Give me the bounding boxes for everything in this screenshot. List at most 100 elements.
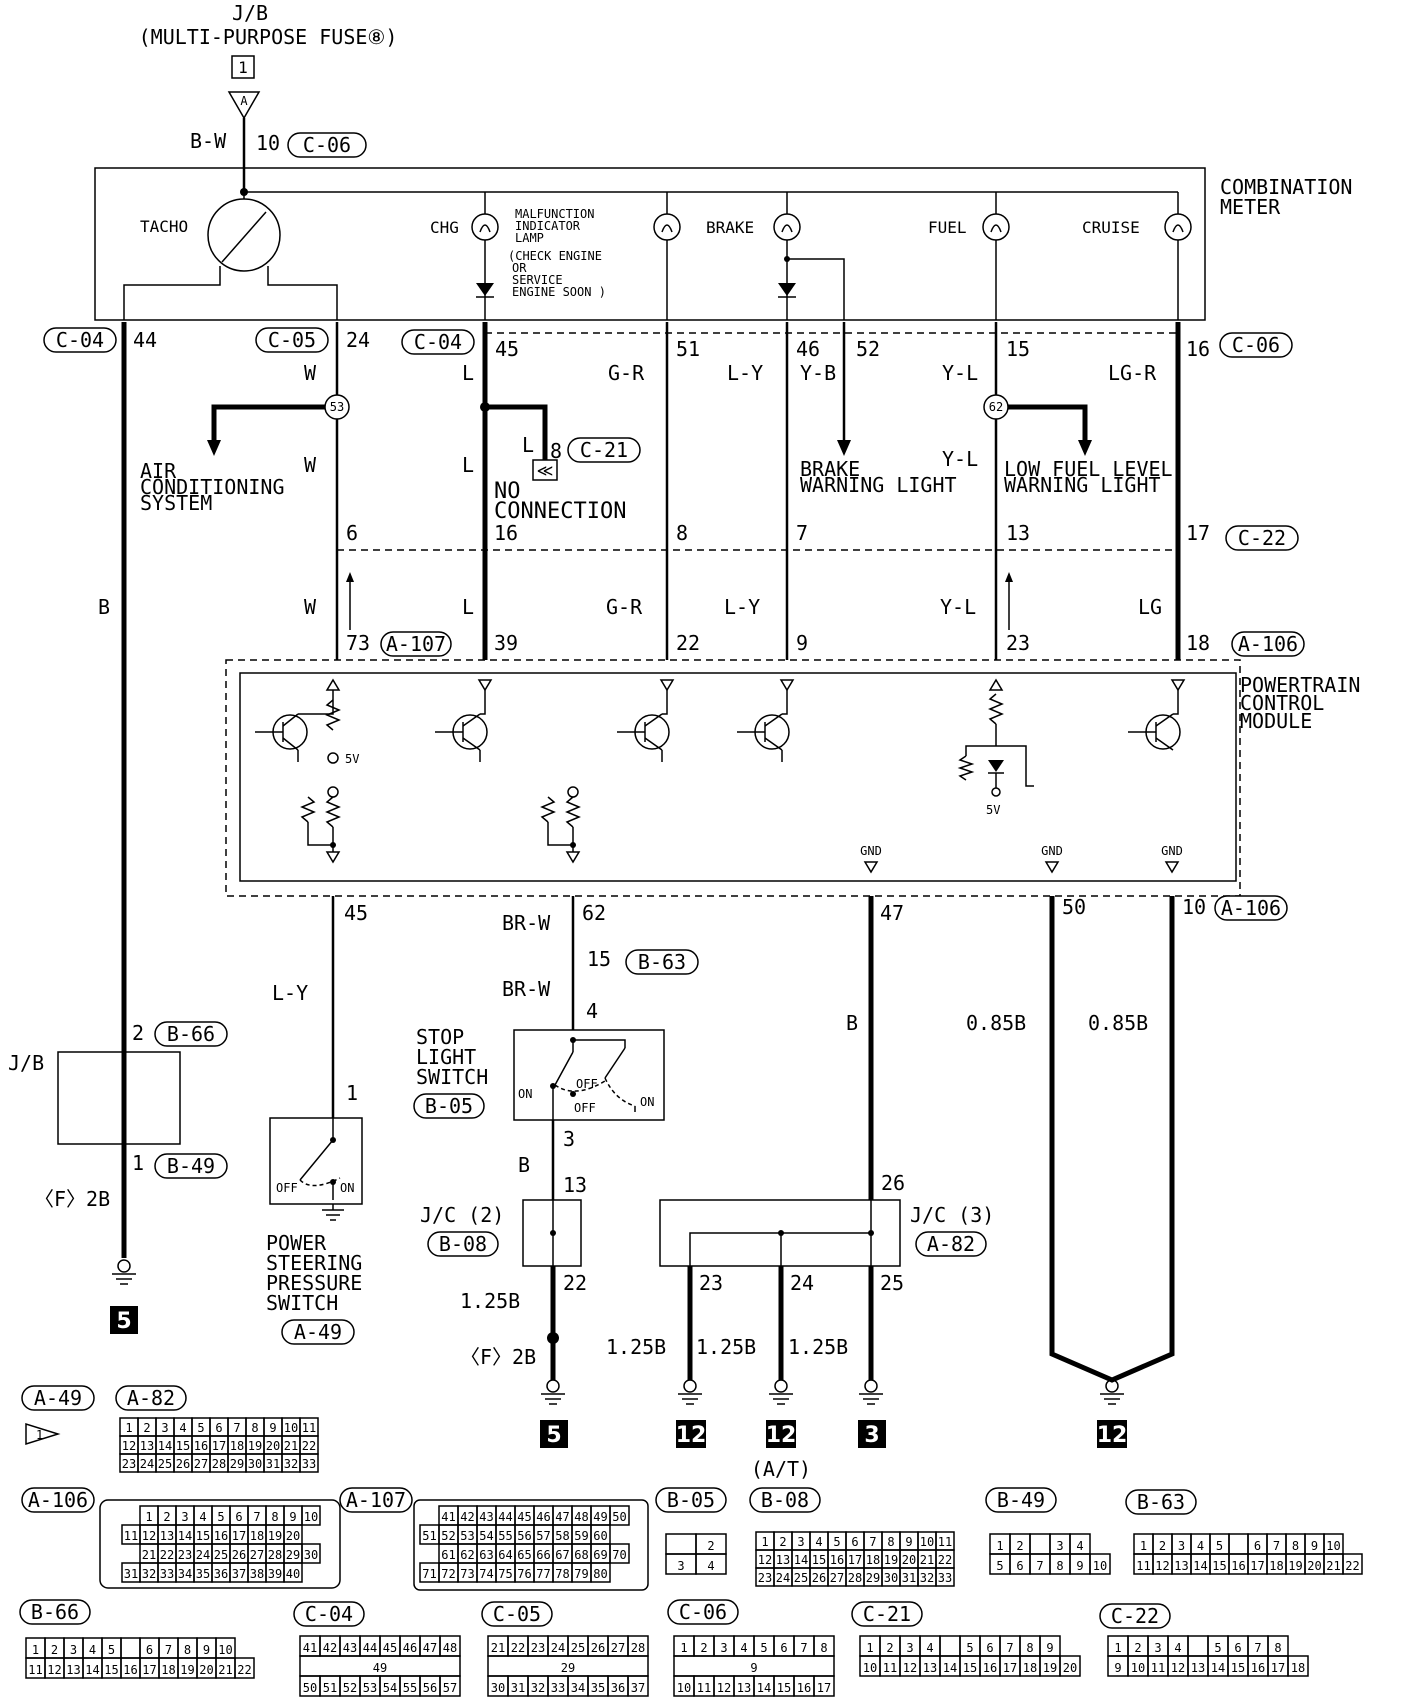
at-label: (A/T): [751, 1457, 811, 1481]
wire-b-stop-color: B: [518, 1153, 530, 1177]
jc2-pin-22: 22: [563, 1271, 587, 1295]
connector-pin-number: 4: [815, 1535, 822, 1549]
connector-pin-number: 9: [1114, 1661, 1121, 1675]
connector-pin-number: 68: [574, 1548, 588, 1562]
connector-cavity: [1228, 1533, 1249, 1555]
connector-pin-number: 14: [1211, 1661, 1225, 1675]
connector-pin-number: 18: [1023, 1661, 1037, 1675]
brake-diode-icon: [778, 283, 796, 296]
connector-pin-number: 12: [717, 1681, 731, 1695]
connector-pin-number: 18: [161, 1663, 175, 1677]
wire-brw-color-2: BR-W: [502, 977, 551, 1001]
svg-text:NO: NO: [494, 479, 521, 504]
connector-tag-a106-bottom: [1214, 895, 1288, 921]
connector-pin-number: 2: [1134, 1641, 1141, 1655]
connector-pin-number: 25: [158, 1457, 172, 1471]
connector-cavity: [439, 1675, 461, 1697]
svg-text:WARNING LIGHT: WARNING LIGHT: [1004, 473, 1161, 497]
connector-pin-number: 9: [269, 1421, 276, 1435]
wire-125b-color-3: 1.25B: [696, 1335, 756, 1359]
pin-15-meter: 15: [1006, 337, 1030, 361]
connector-a106-shell: [99, 1499, 341, 1589]
ps-on: ON: [340, 1181, 354, 1195]
pin-46: 46: [796, 337, 820, 361]
connector-pin-number: 5: [108, 1643, 115, 1657]
connector-pin-number: 7: [1273, 1539, 1280, 1553]
gnd-triangle-icon-1: [863, 861, 879, 874]
connector-pin-number: 12: [122, 1439, 136, 1453]
svg-text:≪: ≪: [537, 461, 554, 480]
fuse-pin-10: 10: [256, 131, 280, 155]
connector-pin-number: 29: [561, 1661, 575, 1675]
connector-pin-number: 2: [886, 1641, 893, 1655]
connector-pin-number: 16: [123, 1663, 137, 1677]
connector-pin-number: 20: [1307, 1559, 1321, 1573]
cruise-bulb-icon: [1164, 213, 1192, 241]
connector-pin-number: 9: [905, 1535, 912, 1549]
connector-cavity: [665, 1533, 697, 1555]
connector-cavity: [234, 1657, 255, 1679]
connector-tag-b08: [427, 1231, 499, 1257]
connector-pin-number: 17: [142, 1663, 156, 1677]
wire-yl-color-2: Y-L: [942, 447, 978, 471]
connector-pin-number: 17: [817, 1681, 831, 1695]
stop-sw-on-2: ON: [640, 1095, 654, 1109]
connector-pin-number: 22: [1345, 1559, 1359, 1573]
signal-arrow-icon-2: [1005, 572, 1013, 582]
connector-pin-number: 1: [1114, 1641, 1121, 1655]
ground-icon-24: [769, 1379, 793, 1405]
pin-22: 22: [676, 631, 700, 655]
connector-pin-number: 1: [761, 1535, 768, 1549]
wire-w-color-3: W: [304, 595, 317, 619]
connector-pin-number: 74: [479, 1567, 493, 1581]
connector-pin-number: 19: [268, 1529, 282, 1543]
connector-pin-number: 69: [593, 1548, 607, 1562]
connector-pin-number: 9: [1046, 1641, 1053, 1655]
connector-pin-number: 46: [536, 1510, 550, 1524]
mil-label: MALFUNCTION INDICATOR LAMP (CHECK ENGINE…: [508, 207, 606, 299]
ground-12-b: 12: [766, 1423, 797, 1448]
legend-c06: C-06: [679, 1600, 727, 1624]
combination-meter-box: [94, 167, 1206, 321]
connector-pin-number: 40: [286, 1567, 300, 1581]
ground-3: 3: [864, 1423, 879, 1448]
connector-pin-number: 33: [160, 1567, 174, 1581]
pcm-transistor-icon-5: [1128, 690, 1181, 751]
chg-bulb-icon: [471, 213, 499, 241]
connector-pin-number: 28: [212, 1457, 226, 1471]
gnd-triangle-icon-2: [1044, 861, 1060, 874]
legend-tag-a49: [21, 1385, 95, 1411]
connector-pin-number: 50: [612, 1510, 626, 1524]
ground-icon-right: [1100, 1379, 1124, 1405]
connector-pin-number: 22: [511, 1641, 525, 1655]
connector-pin-number: 16: [983, 1661, 997, 1675]
connector-pin-number: 6: [851, 1535, 858, 1549]
connector-pin-number: 8: [271, 1510, 278, 1524]
wire-125b-color-2: 1.25B: [606, 1335, 666, 1359]
connector-pin-number: 6: [1234, 1641, 1241, 1655]
connector-pin-number: 56: [423, 1681, 437, 1695]
connector-pin-number: 23: [531, 1641, 545, 1655]
connector-pin-number: 44: [498, 1510, 512, 1524]
connector-pin-number: 49: [593, 1510, 607, 1524]
connector-pin-number: 8: [1274, 1641, 1281, 1655]
connector-pin-number: 11: [883, 1661, 897, 1675]
connector-pin-number: 16: [214, 1529, 228, 1543]
connector-pin-number: 19: [1043, 1661, 1057, 1675]
connector-cavity: [609, 1505, 630, 1526]
connector-pin-number: 12: [142, 1529, 156, 1543]
connector-tag-b49: [154, 1153, 228, 1179]
svg-text:SERVICE: SERVICE: [512, 273, 563, 287]
ground-badge-12-c: [1097, 1420, 1127, 1448]
connector-pin-number: 16: [830, 1553, 844, 1567]
ground-badge-3: [858, 1420, 886, 1448]
connector-pin-number: 3: [906, 1641, 913, 1655]
connector-pin-number: 8: [251, 1421, 258, 1435]
connector-cavity: [939, 1635, 961, 1657]
connector-triangle-label: A: [240, 94, 248, 108]
jb-label: J/B: [232, 1, 268, 25]
connector-pin-number: 75: [498, 1567, 512, 1581]
wire-gr-color-2: G-R: [606, 595, 643, 619]
svg-text:MODULE: MODULE: [1240, 709, 1312, 733]
connector-pin-number: 12: [47, 1663, 61, 1677]
